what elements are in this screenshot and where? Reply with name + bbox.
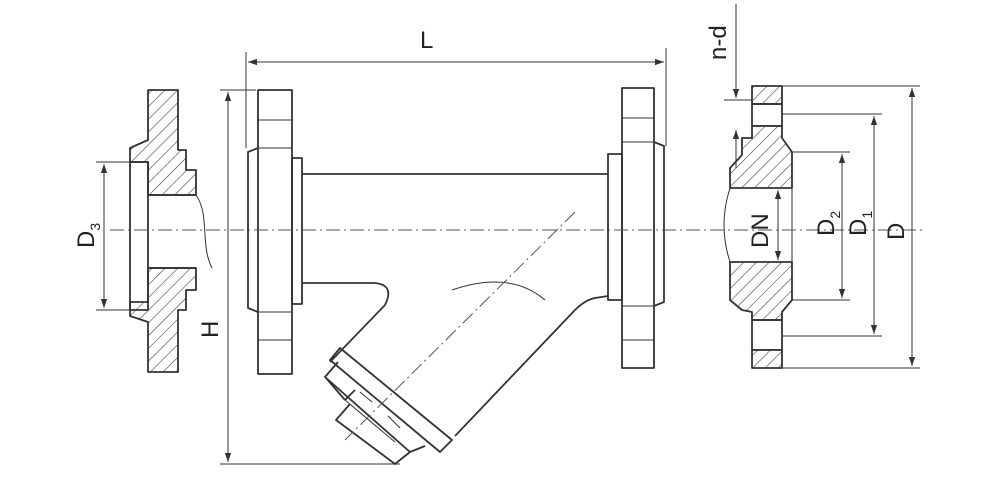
left-gasket <box>129 161 149 311</box>
label-D: D <box>883 223 910 240</box>
dimension-n-d <box>724 4 752 168</box>
label-L: L <box>420 27 433 54</box>
right-flange-section-bottom <box>729 261 793 321</box>
left-pipe-break <box>195 194 213 269</box>
dimension-D2 <box>792 151 850 301</box>
dimension-D <box>782 85 920 369</box>
strainer-body <box>302 173 609 465</box>
label-D2: D2 <box>813 211 843 236</box>
dimension-H <box>220 89 400 465</box>
dimension-L <box>245 48 667 148</box>
right-bolt-hole-top <box>751 85 783 105</box>
branch-centerline <box>344 211 576 441</box>
label-D3: D3 <box>73 223 103 248</box>
dimension-D1 <box>782 113 882 337</box>
right-flange-section-top <box>729 125 793 189</box>
left-mating-flange <box>129 89 213 373</box>
body-right-flange <box>607 87 665 369</box>
label-H: H <box>197 321 224 338</box>
label-DN: DN <box>747 213 774 248</box>
body-left-flange <box>247 89 303 375</box>
left-flange-section-bottom <box>129 267 197 373</box>
dimension-D3 <box>96 161 130 311</box>
label-D1: D1 <box>845 211 875 236</box>
right-mating-flange <box>723 85 793 369</box>
right-bolt-hole-bottom <box>751 349 783 369</box>
strainer-screen-arc <box>451 281 546 301</box>
left-flange-section-top <box>129 89 197 196</box>
label-n-d: n-d <box>705 25 732 60</box>
